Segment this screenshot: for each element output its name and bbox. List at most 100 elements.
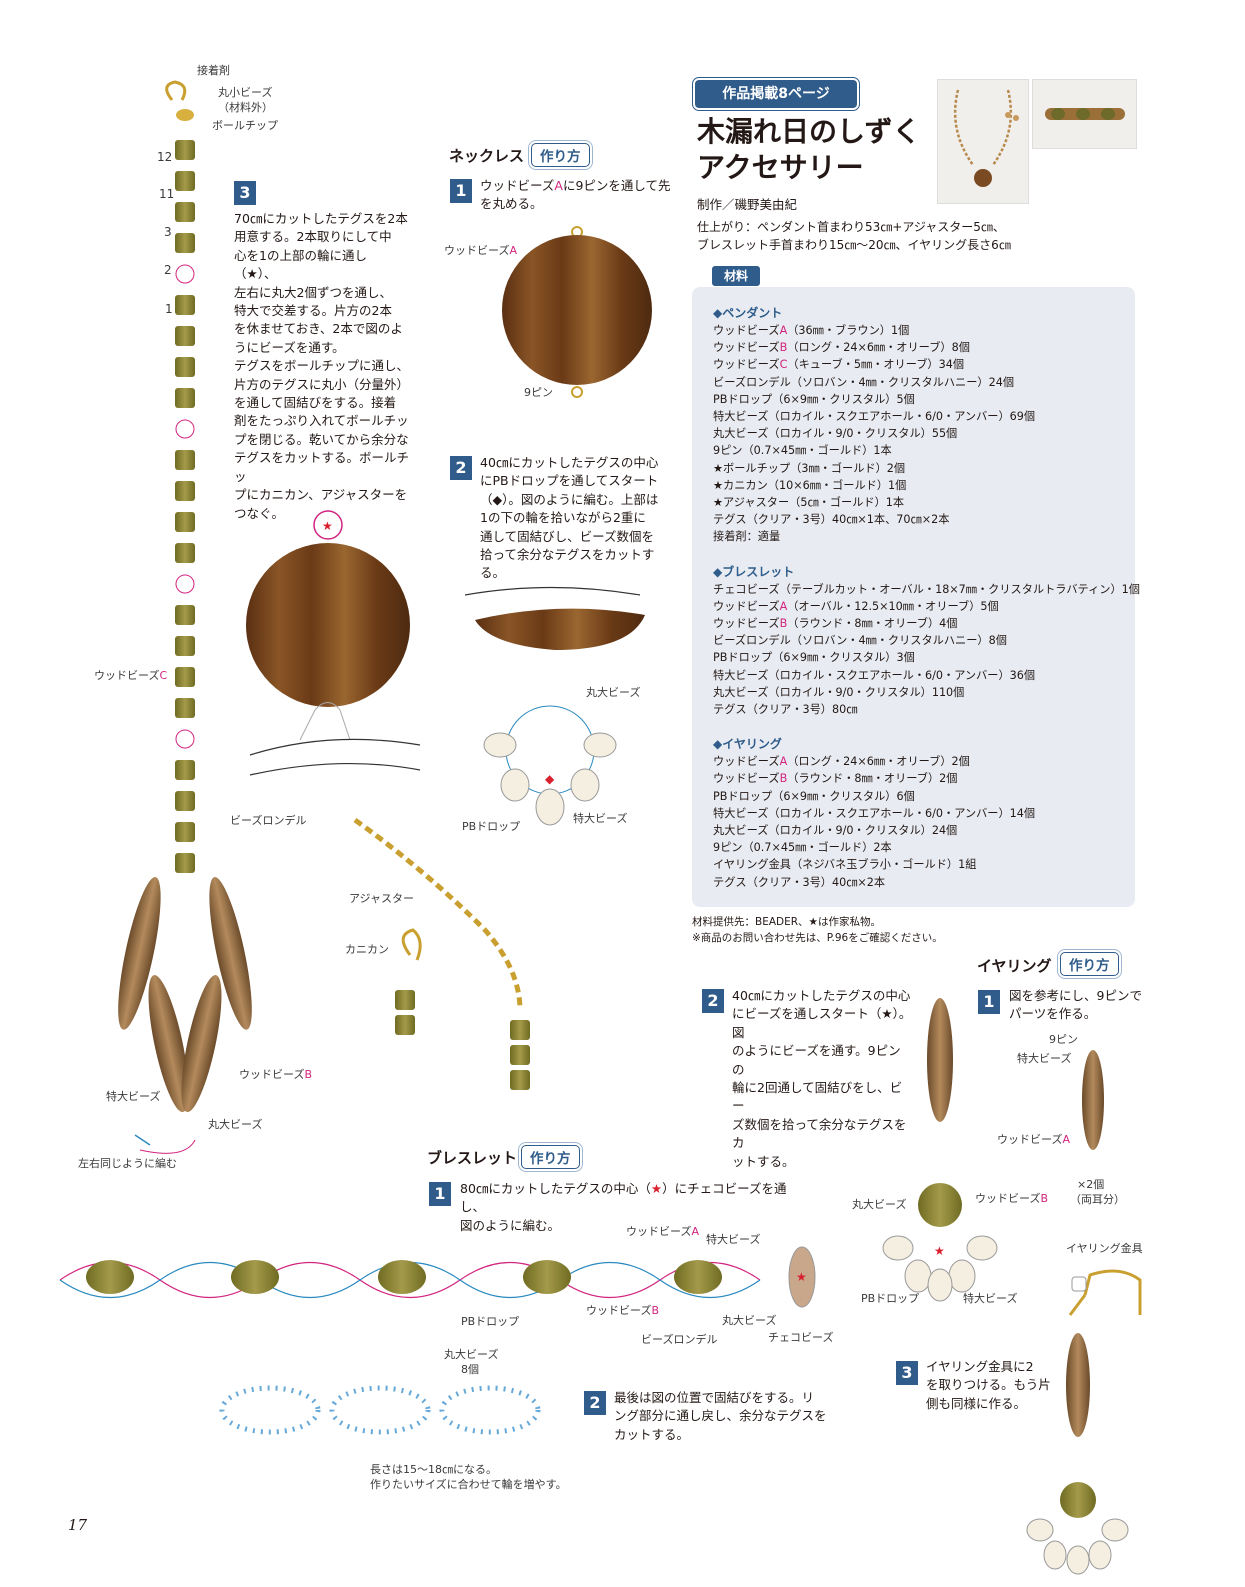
label-bracelet-wood-b-letter: B (651, 1304, 659, 1317)
label-wood-a-prefix: ウッドビーズ (444, 244, 510, 257)
material-item-name: ウッドビーズ (713, 599, 780, 613)
necklace-step3-line: つなぐ。 (234, 505, 285, 521)
material-item: 特大ビーズ（ロカイル・スクエアホール・6/0・アンバー）14個 (713, 805, 1128, 822)
label-earring-wood-b-prefix: ウッドビーズ (975, 1192, 1041, 1205)
product-photo-bracelet (1032, 79, 1137, 149)
label-xl-bead: 特大ビーズ (106, 1090, 161, 1103)
cube-bead (175, 233, 195, 253)
label-earring-wood-a: ウッドビーズA (997, 1133, 1070, 1146)
label-bracelet-pb: PBドロップ (461, 1315, 520, 1328)
material-item-name: 丸大ビーズ（ロカイル・9/0・クリスタル）24個 (713, 824, 958, 838)
necklace-step1-m: A (554, 178, 563, 193)
material-item: 特大ビーズ（ロカイル・スクエアホール・6/0・アンバー）69個 (713, 408, 1128, 425)
label-ball-tip: ボールチップ (212, 119, 278, 132)
finish-info: 仕上がり：ペンダント首まわり53㎝+アジャスター5㎝、 ブレスレット手首まわり1… (697, 218, 1011, 254)
label-small-round-sub: （材料外） (218, 101, 273, 114)
material-item: ビーズロンデル（ソロバン・4㎜・クリスタルハニー）24個 (713, 374, 1128, 391)
necklace-step3-line: プを閉じる。乾いてから余分な (234, 431, 409, 447)
earring-step1-number: 1 (978, 990, 1000, 1014)
count-11: 11 (159, 187, 175, 201)
necklace-step3-line: 剤をたっぷり入れてボールチッ (234, 413, 409, 429)
necklace-step3-line: 70㎝にカットしたテグスを2本 (234, 211, 408, 226)
earring-pin-illustration (1082, 1050, 1104, 1150)
necklace-title: ネックレス (449, 147, 525, 165)
earring-part-illustration: ★ (882, 998, 998, 1302)
material-item-letter: B (779, 772, 788, 786)
label-adjuster: アジャスター (349, 892, 415, 905)
count-3: 3 (164, 225, 172, 239)
cube-bead (175, 481, 195, 501)
earring-step1-line: パーツを作る。 (1009, 1006, 1097, 1022)
label-bracelet-wood-b: ウッドビーズB (586, 1304, 659, 1317)
label-round-bead-step2: 丸大ビーズ (586, 686, 641, 699)
cube-bead (175, 450, 195, 470)
earring-step2-line: 輪に2回通して固結びをし、ビー (732, 1080, 903, 1114)
bracelet-step1-b: ）にチェコビーズを通し、 (460, 1181, 787, 1215)
material-item-letter: A (779, 599, 788, 613)
page-number: 17 (68, 1516, 88, 1534)
label-lobster: カニカン (345, 943, 389, 956)
page-badge-label: 作品掲載8ページ (722, 86, 830, 102)
svg-text:★: ★ (934, 1244, 945, 1258)
material-item: 特大ビーズ（ロカイル・スクエアホール・6/0・アンバー）36個 (713, 667, 1128, 684)
cube-bead (175, 698, 195, 718)
page-title: 木漏れ日のしずく アクセサリー (697, 114, 920, 186)
necklace-step2-number: 2 (450, 456, 472, 480)
material-item-name: 丸大ビーズ（ロカイル・9/0・クリスタル）110個 (713, 685, 965, 699)
necklace-step2-line: 通して固結びし、ビーズ数個を (480, 528, 655, 544)
material-item-name: ウッドビーズ (713, 772, 780, 786)
bracelet-step1-c: 図のように編む。 (460, 1217, 561, 1233)
earring-step1-line: 図を参考にし、9ピンで (1009, 988, 1142, 1003)
material-item-name: イヤリング金具（ネジバネ玉ブラ小・ゴールド）1組 (713, 858, 977, 872)
material-item: テグス（クリア・3号）40㎝×1本、70㎝×2本 (713, 511, 1128, 528)
material-item-detail: （オーバル・12.5×10㎜・オリーブ）5個 (787, 599, 999, 613)
cube-bead (175, 512, 195, 532)
material-item-name: ビーズロンデル（ソロバン・4㎜・クリスタルハニー）8個 (713, 634, 1007, 648)
label-wood-a: ウッドビーズA (444, 244, 517, 257)
bracelet-step2-line: カットする。 (614, 1426, 690, 1442)
necklace-step1-text: ウッドビーズAに9ピンを通して先 を丸める。 (480, 177, 680, 214)
label-xl-bead-step2: 特大ビーズ (573, 812, 628, 825)
label-bracelet-wood-a-letter: A (691, 1225, 699, 1238)
material-item: 接着剤：適量 (713, 528, 1128, 545)
cube-bead (175, 326, 195, 346)
material-item-name: 9ピン（0.7×45㎜・ゴールド）1本 (713, 444, 892, 458)
product-photo-necklace (937, 79, 1029, 204)
finish-line-1: 仕上がり：ペンダント首まわり53㎝+アジャスター5㎝、 (697, 220, 1005, 234)
material-item-detail: （ラウンド・8㎜・オリーブ）2個 (787, 772, 958, 786)
label-round-bead: 丸大ビーズ (208, 1118, 263, 1131)
material-item-name: 丸大ビーズ（ロカイル・9/0・クリスタル）55個 (713, 427, 958, 441)
bracelet-step2-number: 2 (584, 1391, 606, 1415)
bracelet-step2-line: 最後は図の位置で固結びをする。リ (614, 1390, 815, 1405)
label-x2: ×2個 (1077, 1178, 1105, 1191)
pendant-wood-a-illustration (502, 226, 652, 398)
earring-final-illustration (1026, 1269, 1142, 1575)
bracelet-rings-illustration (219, 1385, 541, 1435)
material-item-name: ★カニカン（10×6㎜・ゴールド）1個 (713, 478, 907, 492)
material-item-letter: B (779, 341, 788, 355)
label-small-round: 丸小ビーズ (218, 86, 273, 99)
materials-pendant-title: ◆ペンダント (713, 306, 783, 320)
crossing-ring (175, 264, 195, 284)
necklace-step2-line: 拾って余分なテグスをカットする。 (480, 547, 655, 581)
cube-bead (175, 667, 195, 687)
earring-step2-line: にビーズを通しスタート（★）。図 (732, 1006, 912, 1040)
material-item: ウッドビーズA（ロング・24×6㎜・オリーブ）2個 (713, 753, 1128, 770)
cube-bead (175, 295, 195, 315)
materials-note-1: 材料提供先：BEADER、★は作家私物。 (692, 916, 881, 928)
label-wood-a-letter: A (509, 244, 517, 257)
bracelet-step1-number: 1 (429, 1182, 451, 1206)
adjuster-illustration (353, 817, 530, 1090)
material-item-name: ★ボールチップ（3㎜・ゴールド）2個 (713, 461, 906, 475)
necklace-step3-line: 心を1の上部の輪に通し（★）、 (234, 247, 367, 282)
label-wood-c: ウッドビーズC (94, 669, 167, 682)
earring-step1-text: 図を参考にし、9ピンで パーツを作る。 (1009, 987, 1149, 1024)
label-wood-c-letter: C (159, 669, 168, 682)
cube-bead (175, 202, 195, 222)
material-item: ビーズロンデル（ソロバン・4㎜・クリスタルハニー）8個 (713, 632, 1128, 649)
label-earring-xl-2: 特大ビーズ (963, 1292, 1018, 1305)
material-item-letter: B (779, 617, 788, 631)
pendant-step2-illustration: ◆ (464, 586, 645, 826)
earring-step2-line: のようにビーズを通す。9ピンの (732, 1043, 901, 1077)
label-bracelet-round: 丸大ビーズ (722, 1314, 777, 1327)
